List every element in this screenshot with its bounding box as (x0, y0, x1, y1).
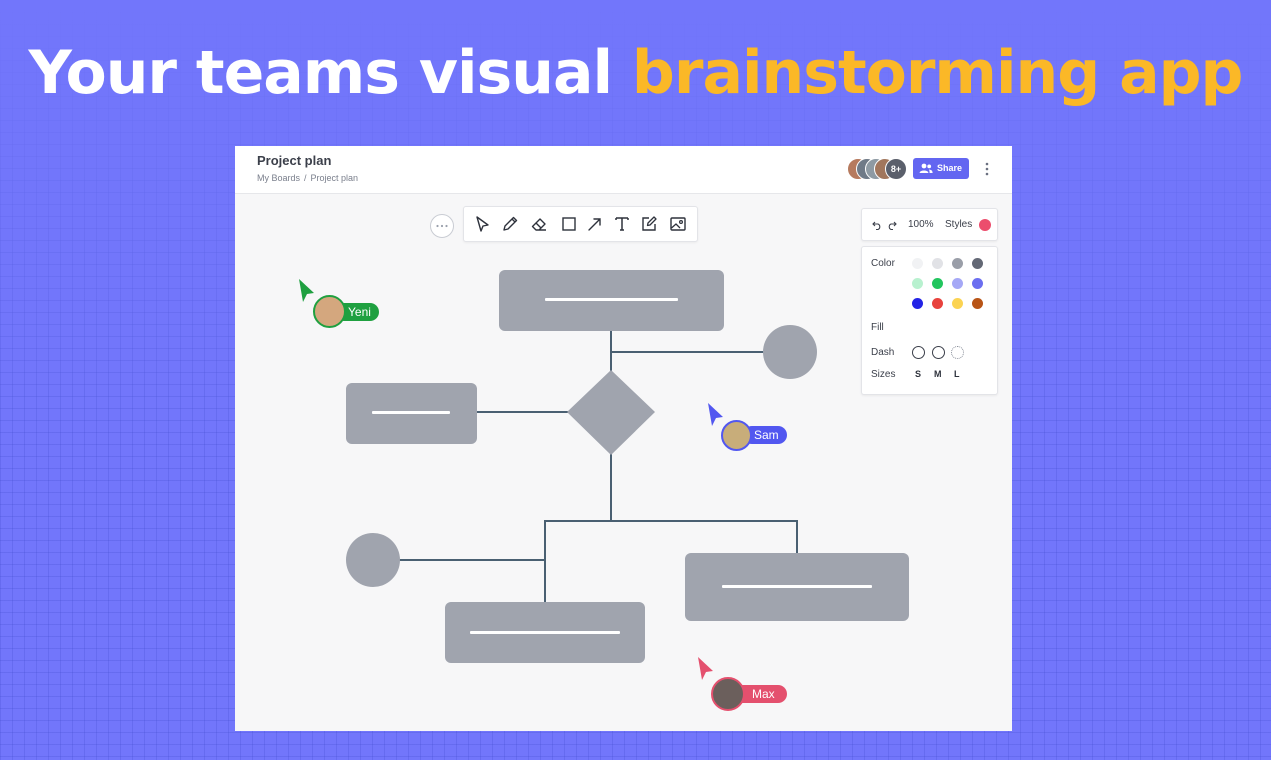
image-icon[interactable] (669, 215, 687, 233)
color-swatch[interactable] (952, 278, 963, 289)
rectangle-icon[interactable] (560, 215, 578, 233)
color-swatch[interactable] (932, 298, 943, 309)
toolbar-more-button[interactable] (430, 214, 454, 238)
color-swatch[interactable] (952, 258, 963, 269)
styles-label[interactable]: Styles (945, 219, 973, 230)
text-icon[interactable] (613, 215, 631, 233)
cursor-arrow-icon (698, 657, 713, 680)
more-collaborators-badge[interactable]: 8+ (885, 158, 907, 180)
zoom-level[interactable]: 100% (908, 219, 934, 230)
dash-label: Dash (871, 347, 895, 358)
avatar (313, 295, 346, 328)
app-window: Project plan My Boards/Project plan 8+ S… (235, 146, 1012, 731)
kebab-menu-icon[interactable] (983, 161, 991, 177)
color-swatch[interactable] (912, 278, 923, 289)
circle-node-left (346, 533, 400, 587)
redo-icon[interactable] (887, 220, 897, 230)
node-text-line (470, 631, 620, 634)
node-text-line (722, 585, 872, 588)
breadcrumb-project-plan[interactable]: Project plan (310, 173, 359, 183)
eraser-icon[interactable] (530, 215, 548, 233)
node-text-line (372, 411, 450, 414)
breadcrumb: My Boards/Project plan (257, 173, 359, 183)
color-swatch[interactable] (972, 278, 983, 289)
fill-label: Fill (871, 322, 884, 333)
color-swatch[interactable] (912, 258, 923, 269)
color-swatch[interactable] (932, 278, 943, 289)
arrow-icon[interactable] (586, 215, 604, 233)
color-swatch[interactable] (952, 298, 963, 309)
breadcrumb-my-boards[interactable]: My Boards (257, 173, 301, 183)
dash-solid-option[interactable] (912, 346, 925, 359)
dash-dotted-option[interactable] (951, 346, 964, 359)
styles-panel: Color Fill Dash Sizes S M L (861, 246, 998, 395)
drawing-toolbar (463, 206, 698, 242)
color-label: Color (871, 258, 895, 269)
edit-note-icon[interactable] (640, 215, 658, 233)
size-medium-option[interactable]: M (934, 369, 942, 379)
cursor-arrow-icon (299, 279, 314, 302)
board-title: Project plan (257, 153, 332, 168)
avatar (721, 420, 752, 451)
color-swatch[interactable] (912, 298, 923, 309)
connector-line (544, 520, 798, 602)
top-bar: Project plan My Boards/Project plan 8+ S… (235, 146, 1012, 194)
decision-node (567, 370, 655, 455)
view-controls: 100% Styles (861, 208, 998, 241)
cursor-label-sam: Sam (743, 426, 787, 444)
cursor-label-max: Max (731, 685, 787, 703)
hero-headline: Your teams visual brainstorming app (0, 38, 1271, 108)
styles-color-dot[interactable] (979, 219, 991, 231)
color-swatch[interactable] (932, 258, 943, 269)
pen-icon[interactable] (501, 215, 519, 233)
circle-node-right (763, 325, 817, 379)
size-large-option[interactable]: L (954, 369, 960, 379)
share-label: Share (937, 163, 963, 173)
color-swatch[interactable] (972, 298, 983, 309)
hero-text-accent: brainstorming app (631, 38, 1244, 108)
users-icon (919, 163, 933, 173)
node-text-line (545, 298, 678, 301)
cursor-label-yeni: Yeni (335, 303, 379, 321)
cursor-arrow-icon (708, 403, 723, 426)
cursor-icon[interactable] (474, 215, 492, 233)
size-small-option[interactable]: S (915, 369, 922, 379)
more-horizontal-icon (436, 224, 448, 228)
hero-text-plain: Your teams visual (28, 38, 632, 108)
sizes-label: Sizes (871, 369, 896, 380)
avatar (711, 677, 745, 711)
color-swatch[interactable] (972, 258, 983, 269)
dash-dashed-option[interactable] (932, 346, 945, 359)
share-button[interactable]: Share (913, 158, 969, 179)
undo-icon[interactable] (872, 220, 882, 230)
